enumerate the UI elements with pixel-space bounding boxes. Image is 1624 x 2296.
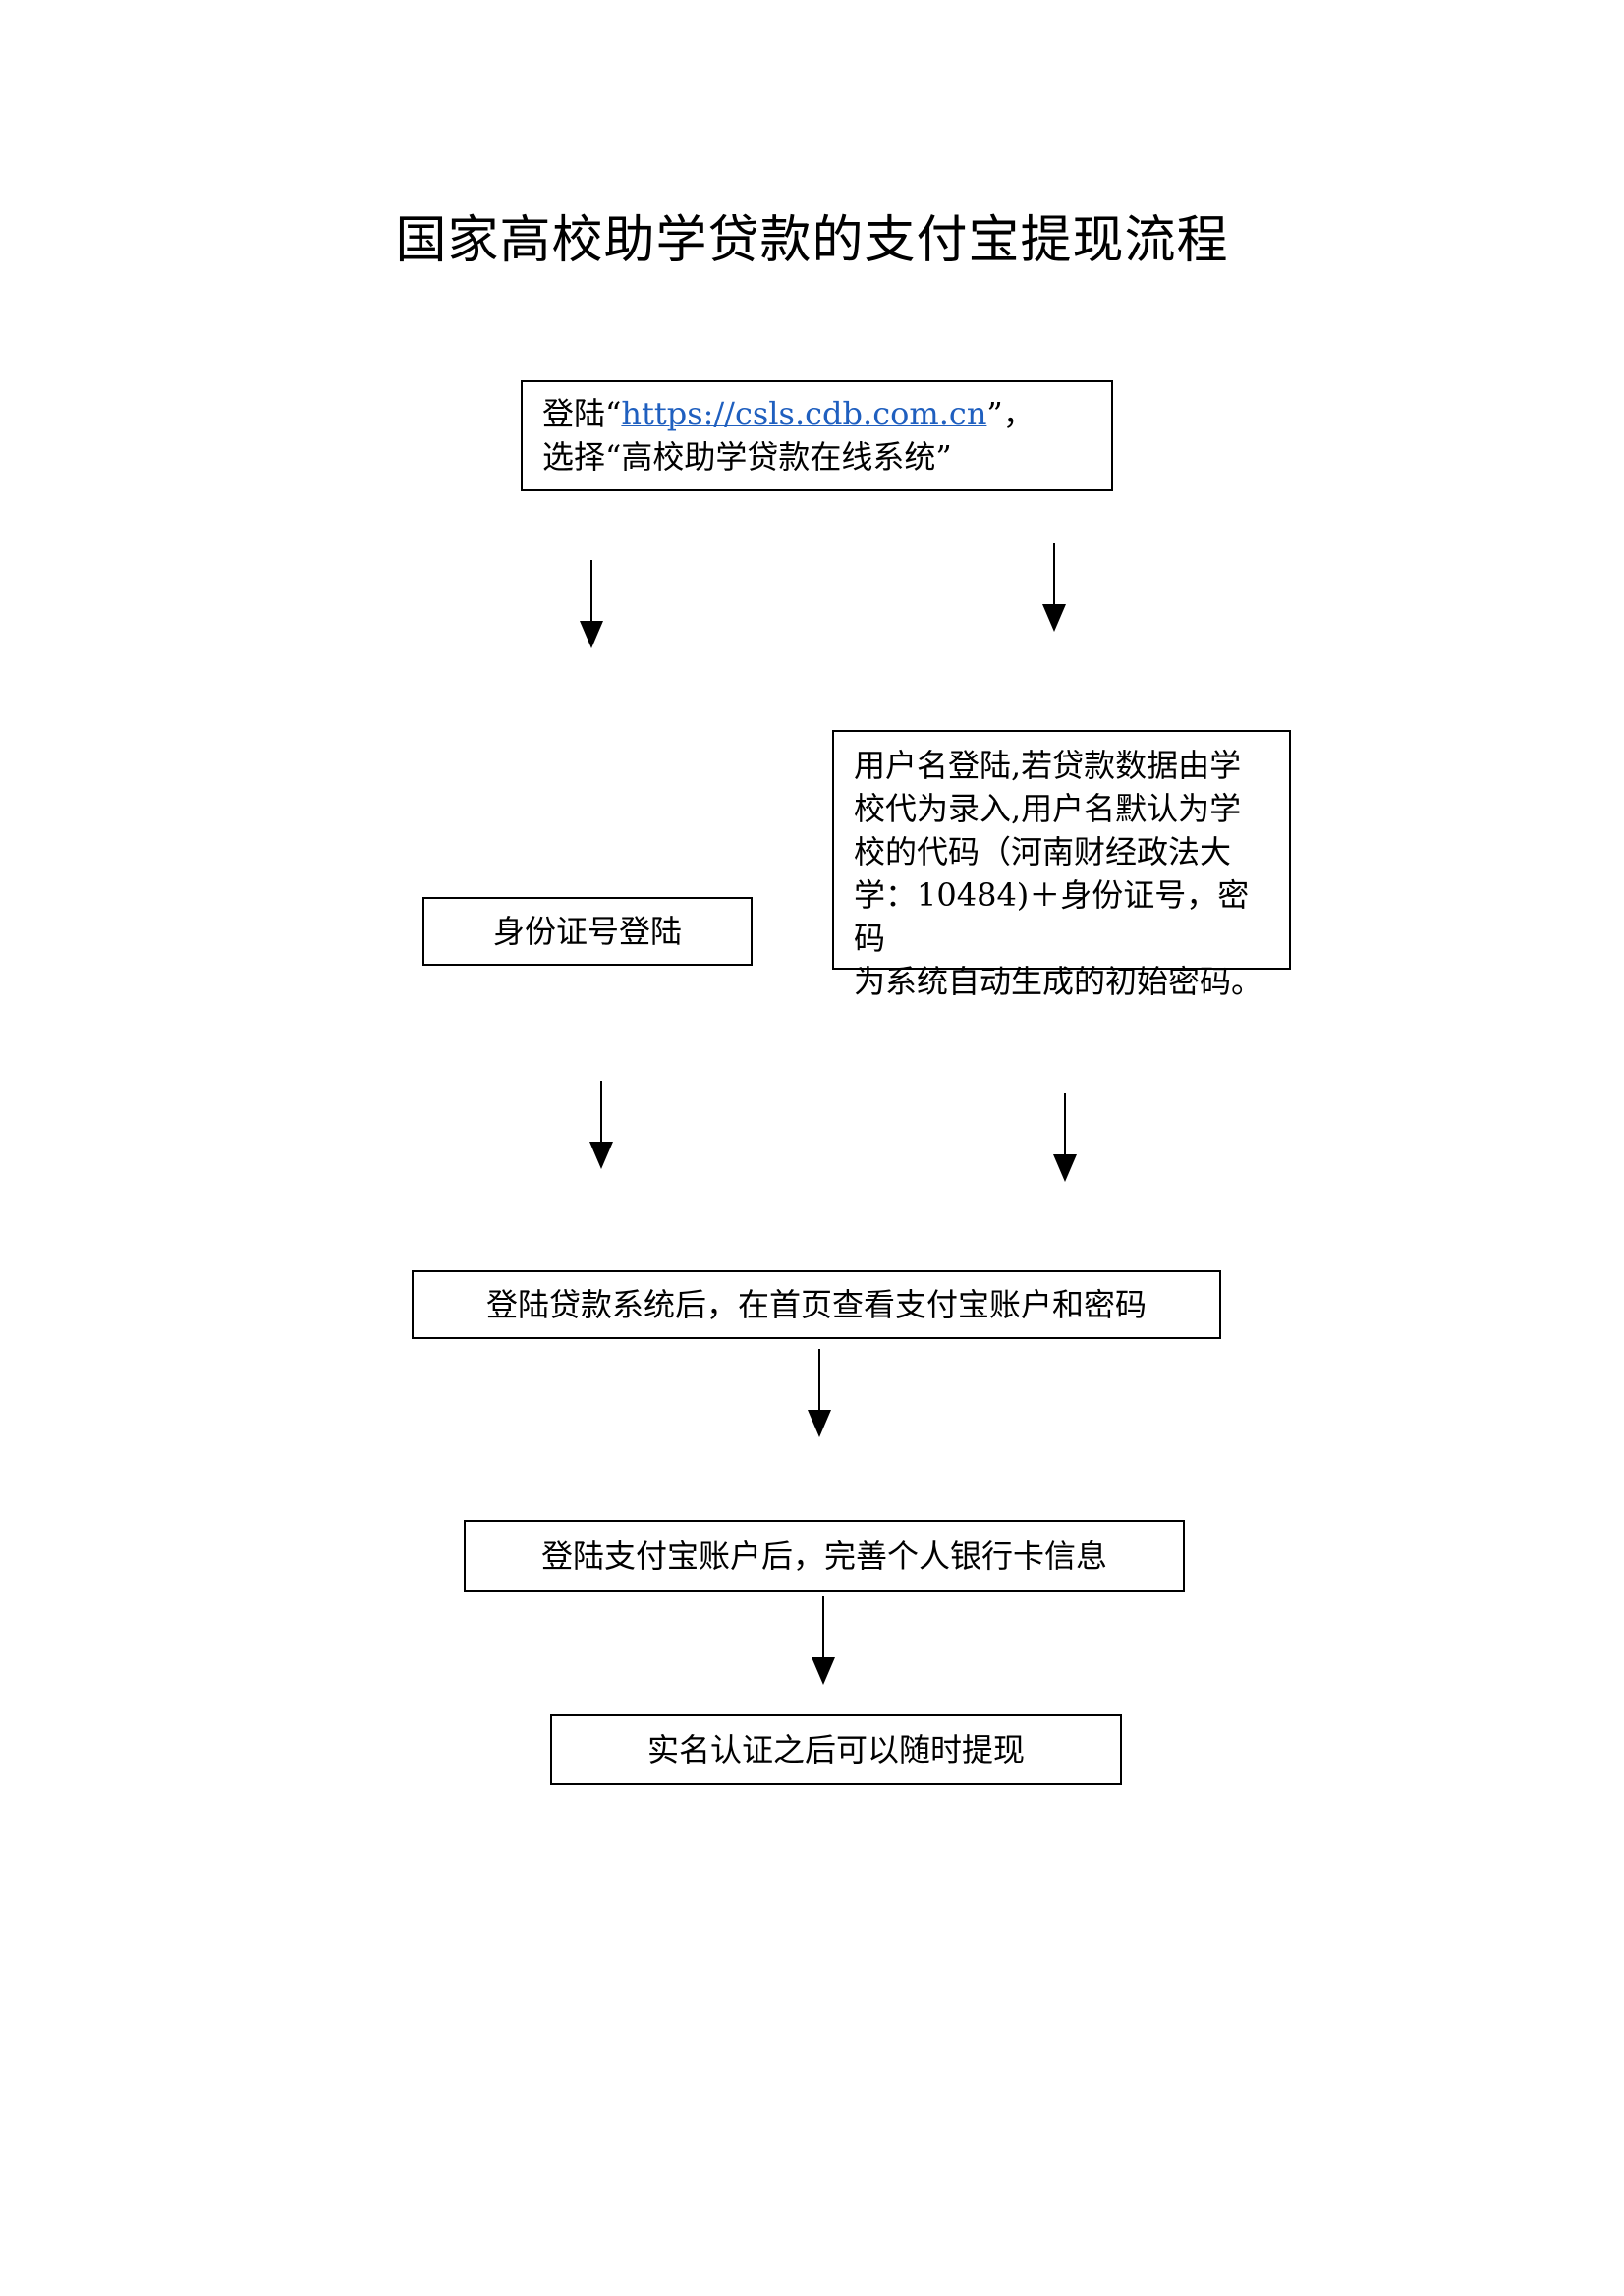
user-login-line: 为系统自动生成的初始密码。 (854, 963, 1263, 1000)
user-login-line: 学：10484)＋身份证号，密码 (854, 876, 1250, 957)
user-login-line: 用户名登陆,若贷款数据由学 (854, 747, 1242, 784)
step-id-login-box: 身份证号登陆 (422, 897, 753, 966)
arrow-down-icon (580, 560, 603, 648)
arrow-down-icon (812, 1596, 835, 1685)
login-prefix: 登陆“ (542, 395, 622, 432)
user-login-line: 校的代码（河南财经政法大 (854, 833, 1232, 870)
view-account-text: 登陆贷款系统后，在首页查看支付宝账户和密码 (485, 1286, 1147, 1323)
step-alipay-bank-box: 登陆支付宝账户后，完善个人银行卡信息 (464, 1520, 1185, 1592)
login-line-2: 选择“高校助学贷款在线系统” (542, 438, 952, 476)
arrow-down-icon (1042, 543, 1066, 632)
login-url-link[interactable]: https://csls.cdb.com.cn (621, 395, 987, 432)
step-withdraw-box: 实名认证之后可以随时提现 (550, 1714, 1122, 1785)
arrow-down-icon (1053, 1093, 1077, 1182)
login-line-1: 登陆“https://csls.cdb.com.cn”， (542, 392, 1092, 435)
withdraw-text: 实名认证之后可以随时提现 (646, 1731, 1025, 1768)
step-login-box: 登陆“https://csls.cdb.com.cn”， 选择“高校助学贷款在线… (521, 380, 1113, 491)
login-suffix: ”， (986, 395, 1035, 432)
arrow-down-icon (808, 1349, 831, 1437)
id-login-text: 身份证号登陆 (492, 913, 682, 950)
user-login-line: 校代为录入,用户名默认为学 (854, 790, 1242, 827)
arrow-down-icon (589, 1081, 613, 1169)
step-view-account-box: 登陆贷款系统后，在首页查看支付宝账户和密码 (412, 1270, 1221, 1339)
alipay-bank-text: 登陆支付宝账户后，完善个人银行卡信息 (540, 1537, 1107, 1575)
step-username-login-box: 用户名登陆,若贷款数据由学 校代为录入,用户名默认为学 校的代码（河南财经政法大… (832, 730, 1291, 1000)
page-title: 国家高校助学贷款的支付宝提现流程 (395, 211, 1229, 270)
